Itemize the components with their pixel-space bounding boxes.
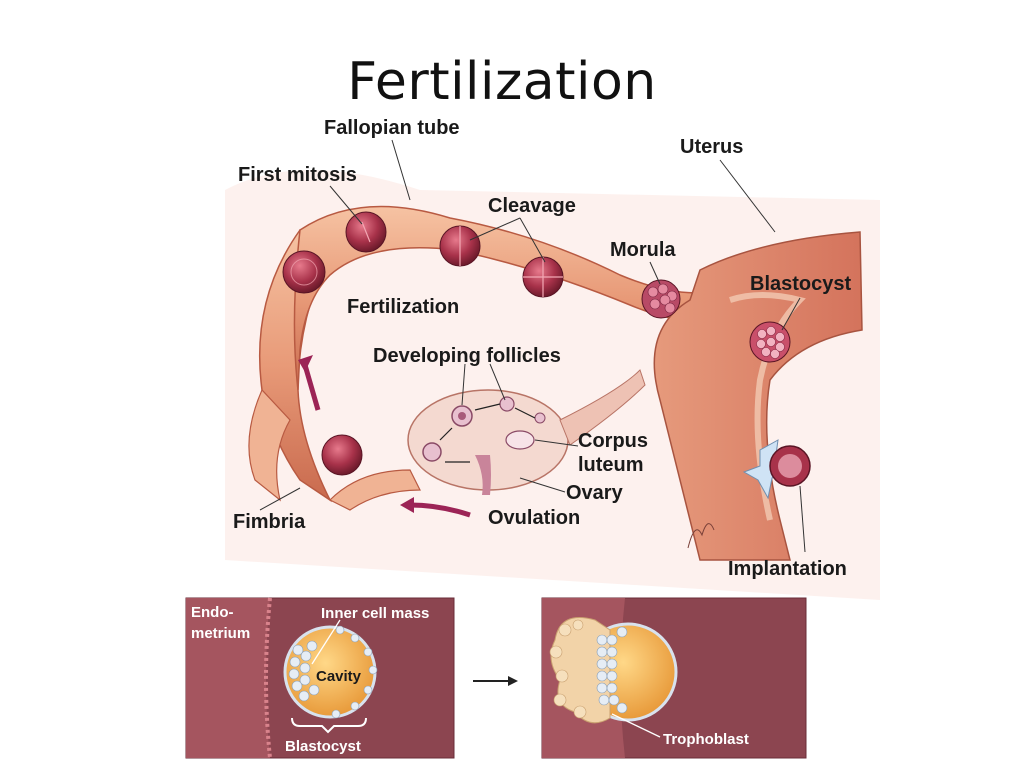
inset-implantation-panel xyxy=(541,597,807,759)
leader-lines xyxy=(259,139,806,553)
ovulation-arrow xyxy=(409,502,471,518)
label-ovulation: Ovulation xyxy=(488,507,580,529)
label-fimbria: Fimbria xyxy=(233,511,306,533)
label-ovary: Ovary xyxy=(566,482,624,504)
label-uterus: Uterus xyxy=(680,136,743,158)
label-cleavage: Cleavage xyxy=(488,195,576,217)
label-implantation: Implantation xyxy=(728,558,847,580)
fimbria-arrow xyxy=(302,364,321,411)
label-fertilization: Fertilization xyxy=(347,296,459,318)
ovarian-ligament xyxy=(559,369,646,446)
label-first-mitosis: First mitosis xyxy=(238,164,357,186)
inset-label-endo: Endo- xyxy=(191,604,234,621)
label-blastocyst: Blastocyst xyxy=(750,273,851,295)
inset-label-inner-cell-mass: Inner cell mass xyxy=(321,605,429,622)
inset-label-cavity: Cavity xyxy=(316,668,362,685)
label-fallopian-tube: Fallopian tube xyxy=(324,117,460,139)
inset-transition-arrow xyxy=(473,676,518,686)
label-developing-follicles: Developing follicles xyxy=(373,345,561,367)
slide-title: Fertilization xyxy=(347,52,657,112)
developing-follicles xyxy=(422,396,546,495)
label-corpus: Corpus xyxy=(578,430,648,452)
cell-cleavage-4 xyxy=(522,256,564,298)
implantation-site xyxy=(742,439,811,500)
fimbria-shape xyxy=(248,228,421,511)
cell-blastocyst xyxy=(749,321,791,363)
inset-label-metrium: metrium xyxy=(191,625,250,642)
artist-signature xyxy=(687,523,715,549)
egg-fertilization xyxy=(282,250,326,294)
inset-label-trophoblast: Trophoblast xyxy=(663,731,749,748)
follicle-arrows xyxy=(439,403,536,463)
inset-label-blastocyst: Blastocyst xyxy=(285,738,361,755)
label-luteum: luteum xyxy=(578,454,644,476)
cell-first-mitosis xyxy=(345,211,387,253)
cell-morula xyxy=(641,279,681,319)
label-morula: Morula xyxy=(610,239,676,261)
egg-fimbria xyxy=(321,434,363,476)
cell-cleavage-2 xyxy=(439,225,481,267)
inset-blastocyst-panel xyxy=(185,597,455,759)
